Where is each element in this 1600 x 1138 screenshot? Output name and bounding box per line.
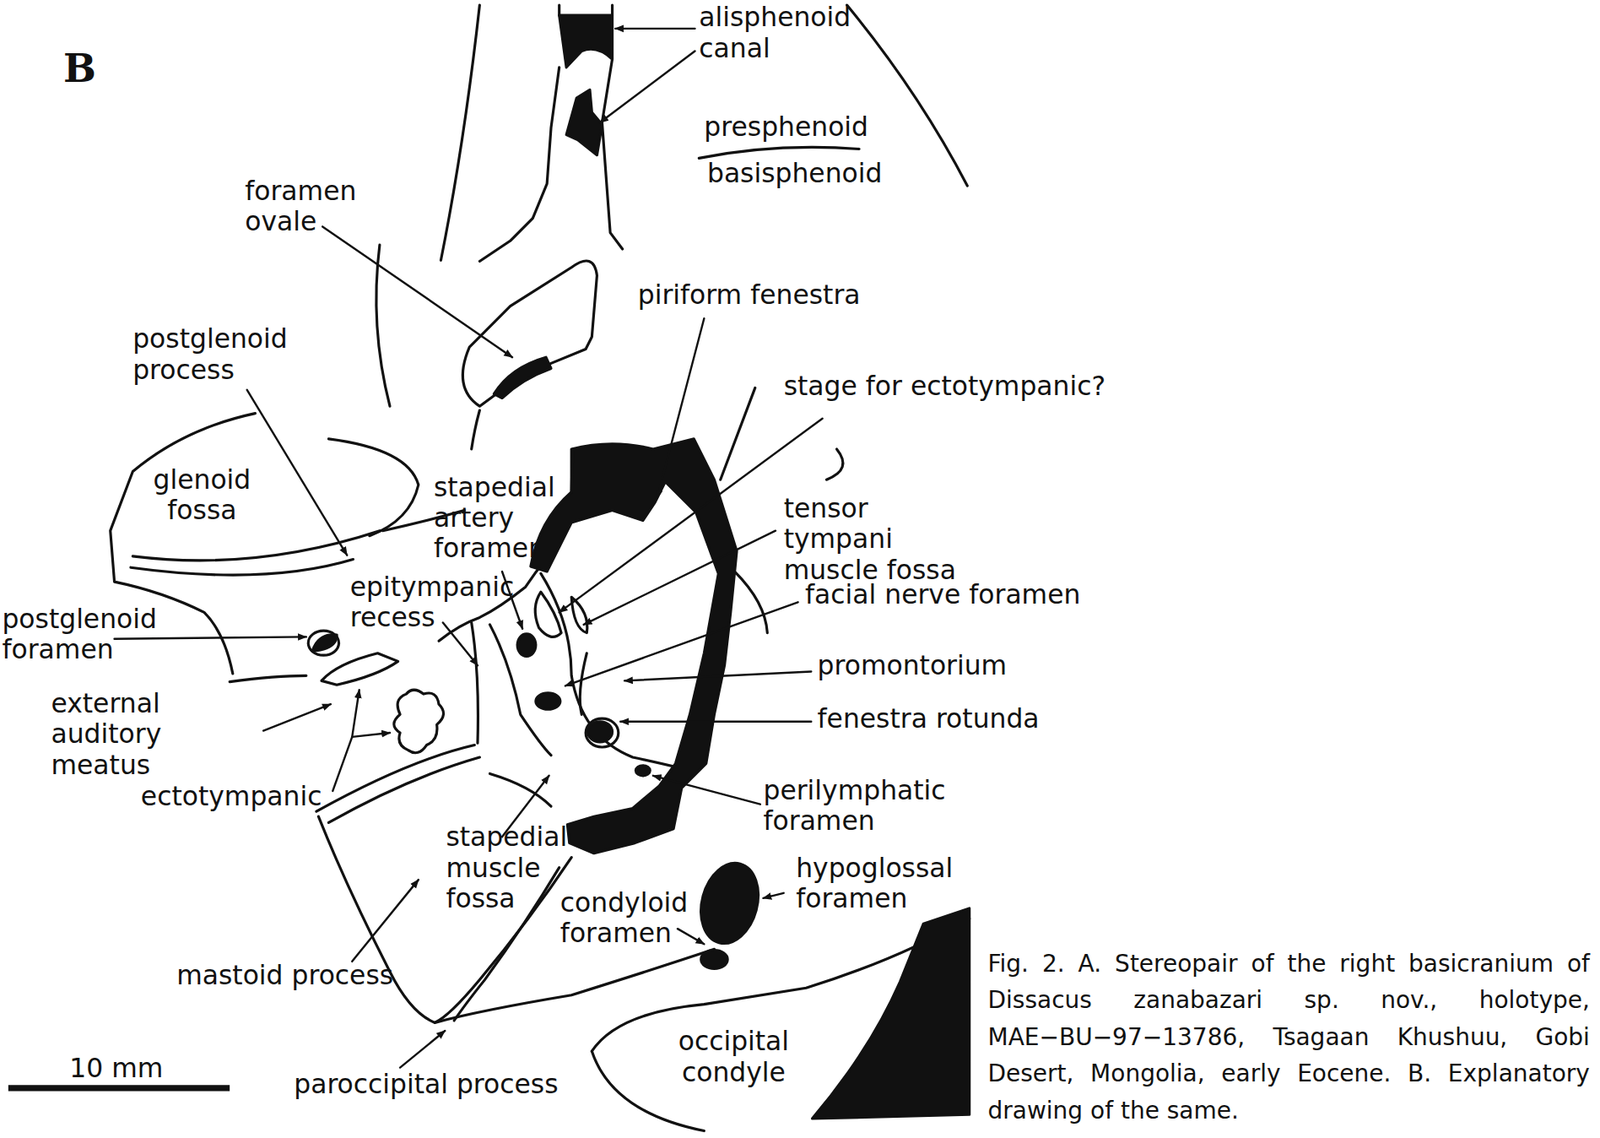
part-label: presphenoid [703,111,869,142]
scale-bar-label: 10 mm [69,1052,163,1083]
part-label: tensor tympani muscle fossa [783,492,984,585]
panel-letter: B [63,47,97,90]
part-label: glenoid fossa [151,464,254,526]
part-label: mastoid process [176,959,394,990]
part-label: external auditory meatus [50,687,261,780]
part-label: paroccipital process [293,1068,558,1099]
part-label: hypoglossal foramen [795,852,953,914]
part-label: postglenoid process [132,323,288,385]
part-label: alisphenoid canal [698,1,852,64]
part-label: fenestra rotunda [817,702,1040,734]
part-label: occipital condyle [677,1025,790,1087]
part-label: stage for ectotympanic? [783,370,1107,401]
part-label: stapedial muscle fossa [445,821,560,914]
part-label: ectotympanic [140,780,323,811]
part-label: basisphenoid [707,157,882,189]
part-label: foramen ovale [244,175,359,238]
part-label: stapedial artery foramen [433,471,555,564]
part-label: condyloid foramen [560,886,687,949]
part-label: piriform fenestra [637,279,861,310]
part-label: promontorium [817,649,1008,681]
part-label: perilymphatic foramen [762,774,939,837]
figure-caption: Fig. 2. A. Stereopair of the right basic… [987,945,1590,1130]
part-label: epitympanic recess [350,571,510,633]
part-label: postglenoid foramen [1,603,157,665]
part-label: facial nerve foramen [805,578,1081,610]
